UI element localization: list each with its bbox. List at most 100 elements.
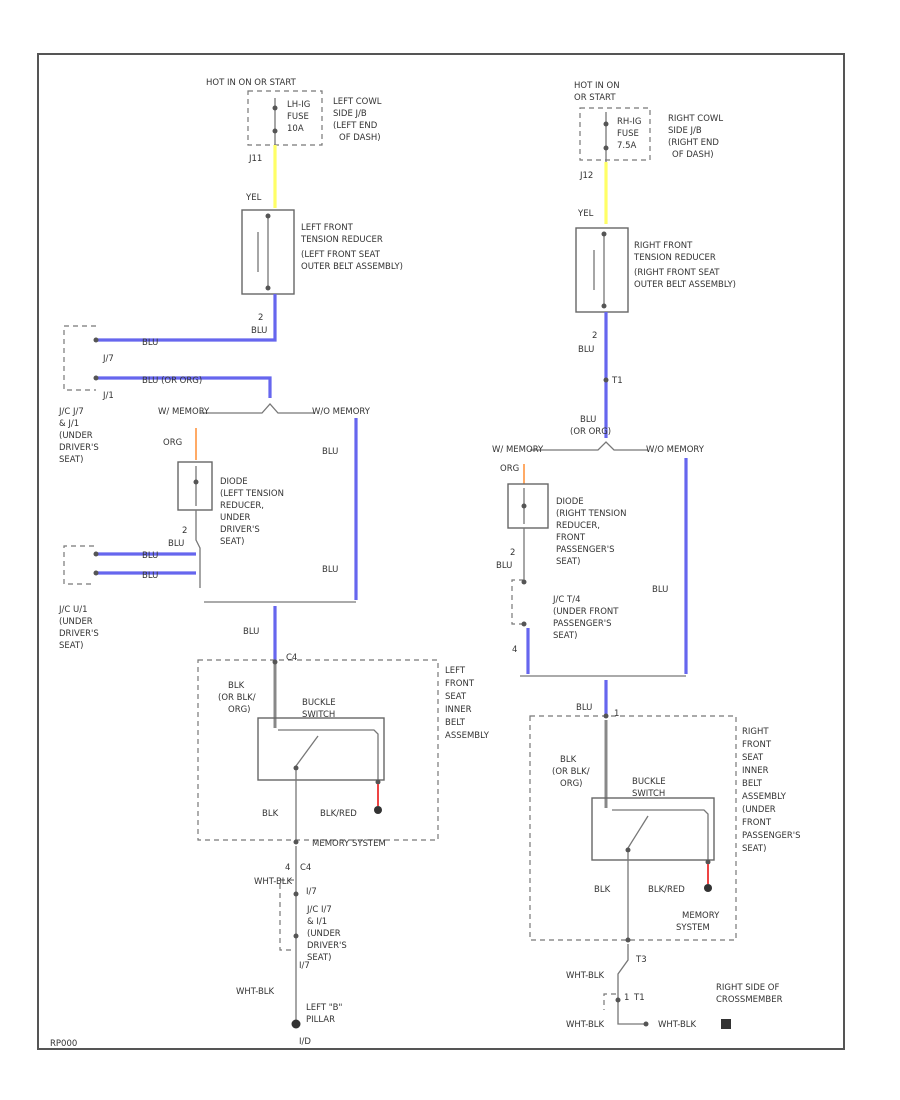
left-connector-label: J11 — [248, 154, 262, 164]
left-diode-label: UNDER — [220, 513, 250, 523]
right-buckle-switch-terminal — [705, 859, 711, 865]
right-wire-color-label: ORG) — [560, 779, 583, 789]
right-no-memory-label: W/O MEMORY — [646, 445, 705, 455]
left-connector-label: J/1 — [102, 391, 114, 401]
right-wire-color-label: BLK — [560, 755, 577, 765]
right-inner-belt-label: FRONT — [742, 818, 772, 828]
left-buckle-switch-terminal — [375, 779, 381, 785]
left-jc-i7-label: (UNDER — [307, 929, 341, 939]
left-memory-branch — [200, 403, 314, 414]
left-fuse-terminal — [272, 105, 278, 111]
right-buckle-switch-lever — [627, 815, 649, 849]
right-jc-t4-terminal — [521, 621, 527, 627]
right-connector-label: J12 — [579, 171, 593, 181]
right-fuse-box — [579, 107, 651, 161]
right-diode-label: FRONT — [556, 533, 586, 543]
right-buckle-switch-contact — [612, 809, 709, 860]
right-t3-terminal — [625, 937, 631, 943]
left-blu-wire — [98, 376, 272, 398]
left-diode-label: DRIVER'S — [220, 525, 260, 535]
left-jc-label: SEAT) — [59, 455, 83, 465]
left-tension-reducer-box — [241, 209, 295, 295]
right-jb-label: OF DASH) — [672, 150, 714, 160]
left-jc-u1-terminal — [93, 551, 99, 557]
left-jc-terminal — [93, 375, 99, 381]
right-tension-reducer-label: RIGHT FRONT — [634, 241, 693, 251]
left-jc-u1-label: DRIVER'S — [59, 629, 99, 639]
left-inner-belt-label: FRONT — [445, 679, 475, 689]
left-connector-label: I/7 — [306, 887, 317, 897]
right-ground-label: RIGHT SIDE OF — [716, 983, 779, 993]
left-buckle-switch-label: BUCKLE — [302, 698, 336, 708]
right-buckle-switch-terminal — [625, 847, 631, 853]
right-jc-t4-terminal — [521, 579, 527, 585]
left-jc-u1-label: SEAT) — [59, 641, 83, 651]
right-fuse-terminal — [603, 145, 609, 151]
right-fuse-label: 7.5A — [617, 141, 637, 151]
right-wire-color-label: (OR BLK/ — [552, 767, 590, 777]
right-tension-reducer-terminal — [601, 303, 607, 309]
right-power-source-label: HOT IN ON — [574, 81, 620, 91]
left-wire-color-label: WHT-BLK — [236, 987, 275, 997]
left-jc-terminal — [93, 337, 99, 343]
right-inner-belt-label: SEAT — [742, 753, 764, 763]
left-diode-label: SEAT) — [220, 537, 244, 547]
left-pin-label: 4 — [285, 863, 290, 873]
right-ground-label: CROSSMEMBER — [716, 995, 783, 1005]
left-memory-ground-icon — [374, 806, 382, 814]
left-jc-label: J/C J/7 — [58, 407, 84, 417]
left-ground-label: PILLAR — [306, 1015, 335, 1025]
right-wire-color-label: YEL — [577, 209, 594, 219]
right-diode-label: PASSENGER'S — [556, 545, 615, 555]
right-pin-label: 1 — [614, 709, 619, 719]
diagram-code-label: RP000 — [50, 1039, 77, 1049]
left-fuse-terminal — [272, 128, 278, 134]
left-diode-label: DIODE — [220, 477, 248, 487]
right-memory-ground-icon — [704, 884, 712, 892]
right-wire-color-label: BLK — [594, 885, 611, 895]
right-inner-belt-label: (UNDER — [742, 805, 776, 815]
right-wire-color-label: BLU — [580, 415, 596, 425]
left-wire-color-label: BLK/RED — [320, 809, 357, 819]
left-diode-wire — [195, 510, 201, 588]
left-fuse-label: FUSE — [287, 112, 309, 122]
left-wire-color-label: ORG — [163, 438, 182, 448]
left-inner-belt-box — [197, 659, 439, 841]
right-wire-color-label: BLK/RED — [648, 885, 685, 895]
left-tension-reducer-terminal — [265, 285, 271, 291]
right-wht-blk-wire — [617, 944, 646, 1025]
right-jc-t4-label: (UNDER FRONT — [553, 607, 619, 617]
left-connector-label: J/7 — [102, 354, 114, 364]
left-inner-belt-label: ASSEMBLY — [445, 731, 490, 741]
left-wire-color-label: ORG) — [228, 705, 251, 715]
left-buckle-switch-terminal — [293, 765, 299, 771]
right-diode-label: REDUCER, — [556, 521, 600, 531]
right-wire-color-label: BLU — [578, 345, 594, 355]
left-c4-terminal — [293, 839, 299, 845]
right-wire-color-label: (OR ORG) — [570, 427, 611, 437]
right-buckle-switch-box — [591, 797, 715, 861]
left-fuse-label: LH-IG — [287, 100, 310, 110]
right-inner-belt-label: PASSENGER'S — [742, 831, 801, 841]
right-diode-label: (RIGHT TENSION — [556, 509, 626, 519]
right-pin-label: 4 — [512, 645, 517, 655]
right-connector-label: T3 — [635, 955, 647, 965]
left-jb-label: (LEFT END — [333, 121, 378, 131]
left-tension-reducer-label: LEFT FRONT — [301, 223, 354, 233]
left-inner-belt-label: SEAT — [445, 692, 467, 702]
left-jc-u1-label: (UNDER — [59, 617, 93, 627]
left-wire-color-label: BLU — [251, 326, 267, 336]
left-inner-belt-label: LEFT — [445, 666, 466, 676]
left-wire-color-label: BLU — [322, 565, 338, 575]
left-fuse-box — [247, 90, 323, 146]
left-jb-label: SIDE J/B — [333, 109, 367, 119]
left-jc-u1-terminal — [93, 570, 99, 576]
left-jc-i7-label: J/C I/7 — [306, 905, 332, 915]
right-inner-belt-label: SEAT) — [742, 844, 766, 854]
right-diode-label: DIODE — [556, 497, 584, 507]
left-tension-reducer-label: OUTER BELT ASSEMBLY) — [301, 262, 403, 272]
right-wire-color-label: BLU — [576, 703, 592, 713]
left-jb-label: LEFT COWL — [333, 97, 382, 107]
right-tension-reducer-terminal — [601, 231, 607, 237]
right-tension-reducer-label: OUTER BELT ASSEMBLY) — [634, 280, 736, 290]
